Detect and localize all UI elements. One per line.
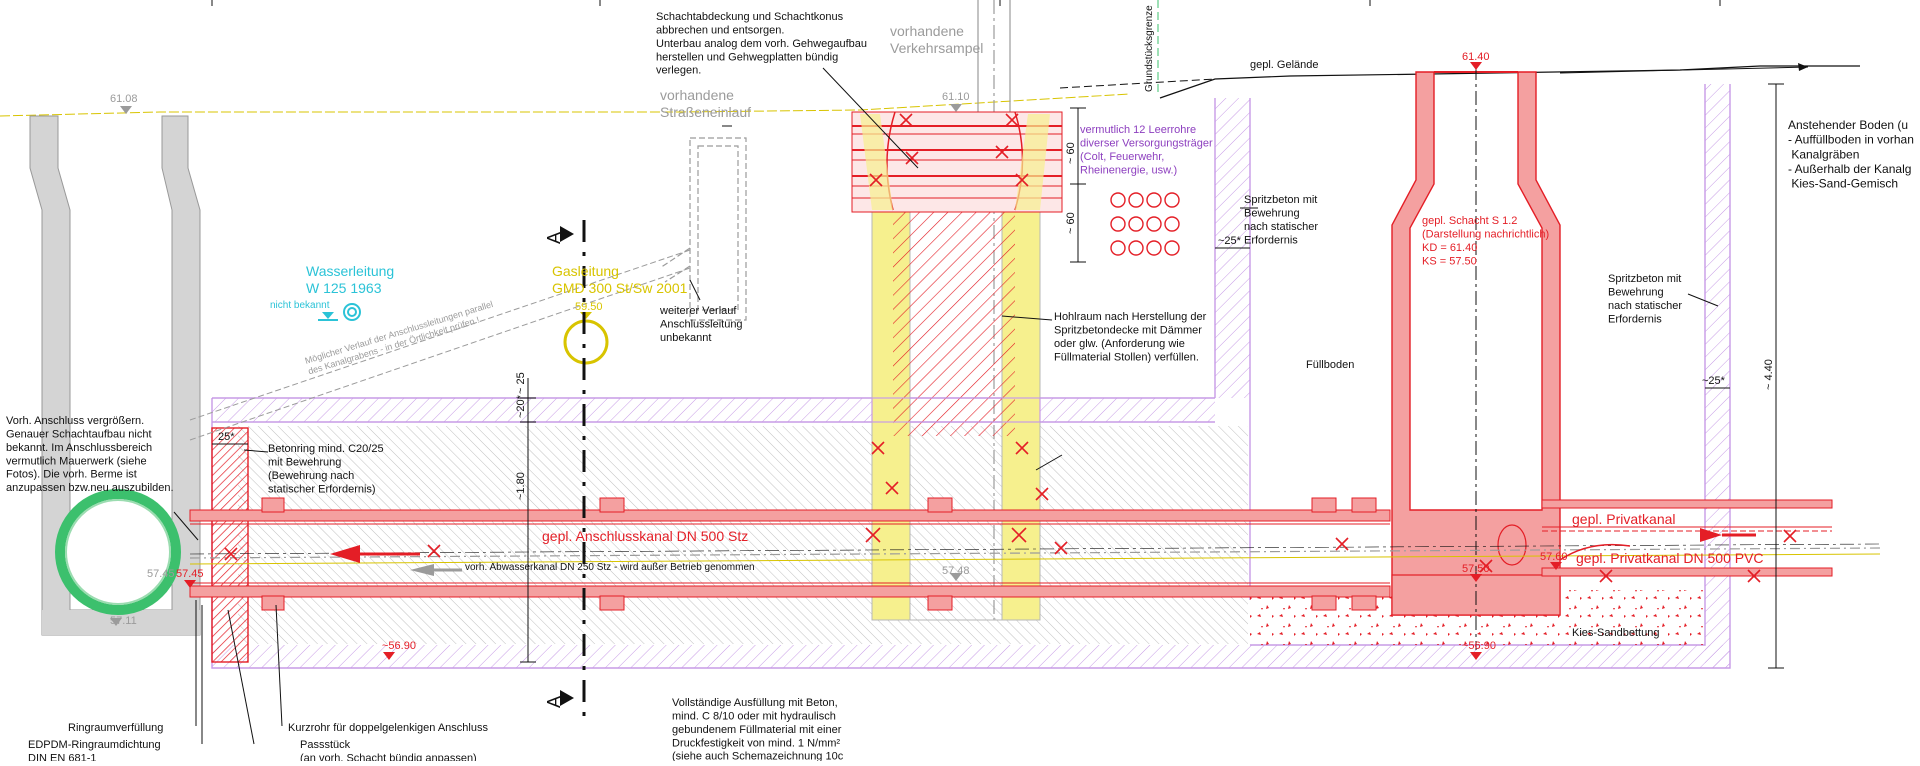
dim-180: ~1.80 bbox=[515, 472, 527, 500]
text-layer: 61.08 61.10 61.40 59.50 57.45 57.45 57.1… bbox=[6, 5, 1914, 765]
fill-soil-label: Füllboden bbox=[1306, 359, 1354, 371]
level-excavation-left: ~56.90 bbox=[382, 640, 416, 652]
dim-25-v: ~ 25 bbox=[515, 372, 527, 394]
dimension-lines bbox=[212, 83, 1784, 669]
level-private-invert: 57.60 bbox=[1540, 551, 1568, 563]
level-existing-bottom: 57.11 bbox=[110, 615, 137, 627]
short-pipe-label: Kurzrohr für doppelgelenkigen Anschluss bbox=[288, 722, 488, 734]
level-shaft-top: 61.40 bbox=[1462, 51, 1490, 63]
empty-ducts bbox=[1110, 192, 1180, 256]
level-pipe-left-b: 57.45 bbox=[176, 568, 204, 580]
concrete-ring bbox=[211, 427, 249, 663]
not-known-label: nicht bekannt bbox=[270, 300, 330, 311]
shotcrete-roof bbox=[212, 398, 872, 422]
x-markers bbox=[224, 113, 1797, 583]
possible-course-note: Möglicher Verlauf der Anschlussleitungen… bbox=[304, 299, 498, 376]
level-inlet-top: 61.10 bbox=[942, 91, 970, 103]
level-channel-old: 57.48 bbox=[942, 565, 970, 577]
private-pipe-label-1: gepl. Privatkanal bbox=[1572, 511, 1676, 527]
shotcrete-floor bbox=[212, 645, 1730, 668]
full-fill-note: Vollständige Ausfüllung mit Beton,mind. … bbox=[672, 697, 844, 761]
level-triangles bbox=[110, 62, 1562, 660]
level-pipe-left: 57.45 bbox=[147, 568, 175, 580]
section-a-line bbox=[560, 220, 586, 720]
planned-ground-arrow bbox=[1559, 66, 1809, 74]
dim-25-right: ~25* bbox=[1702, 375, 1726, 387]
soil-note: Anstehender Boden (u- Auffüllboden in vo… bbox=[1788, 118, 1914, 191]
connection-note: Vorh. Anschluss vergrößern.Genauer Schac… bbox=[6, 415, 174, 494]
level-shaft-invert: 57.50 bbox=[1462, 563, 1490, 575]
private-pipe-label-2: gepl. Privatkanal DN 500 PVC bbox=[1576, 550, 1764, 566]
level-gas: 59.50 bbox=[575, 301, 603, 313]
section-a-bottom: A bbox=[544, 696, 564, 708]
gravel-bed-label: Kies-Sandbettung bbox=[1572, 627, 1659, 639]
water-pipe-symbol bbox=[318, 303, 361, 321]
ground-arrowhead bbox=[1798, 63, 1808, 71]
dim-60-lower: ~ 60 bbox=[1065, 212, 1077, 234]
old-pipe-label: vorh. Abwasserkanal DN 250 Stz - wird au… bbox=[465, 562, 755, 573]
grout-fill-area bbox=[238, 426, 1248, 644]
dim-20-v: ~20* bbox=[515, 394, 527, 418]
street-inlet bbox=[659, 137, 747, 321]
gas-pipe-symbol bbox=[563, 312, 609, 365]
dim-60-upper: ~ 60 bbox=[1065, 142, 1077, 164]
planned-ground-dashed bbox=[1059, 78, 1216, 89]
pavement-layers bbox=[851, 111, 1063, 213]
dim-25-mid: ~25* bbox=[1218, 235, 1242, 247]
column-purple-outline bbox=[871, 397, 1041, 423]
main-pipe-label: gepl. Anschlusskanal DN 500 Stz bbox=[542, 528, 748, 544]
planned-shaft bbox=[1391, 66, 1561, 650]
planned-ground-label: gepl. Gelände bbox=[1250, 59, 1319, 71]
existing-ground-line bbox=[0, 93, 1131, 117]
section-a-top: A bbox=[544, 232, 564, 244]
level-excavation-right: ~56.90 bbox=[1462, 640, 1496, 652]
fitting-label: Passstück(an vorh. Schacht bündig anpass… bbox=[300, 739, 477, 761]
property-line-label: Grundstücksgrenze bbox=[1144, 5, 1155, 92]
shaft-column-red-hatch bbox=[893, 210, 1015, 436]
connection-pipe bbox=[189, 497, 1881, 611]
leader-lines bbox=[173, 67, 1719, 745]
private-pipe bbox=[1541, 499, 1833, 577]
annular-fill-label: Ringraumverfüllung bbox=[68, 722, 163, 734]
shaft-label: gepl. Schacht S 1.2(Darstellung nachrich… bbox=[1422, 215, 1549, 267]
level-existing-manhole-top: 61.08 bbox=[110, 93, 138, 105]
existing-manhole bbox=[29, 115, 201, 636]
dim-25-left: 25* bbox=[218, 431, 235, 443]
frame-ticks bbox=[211, 0, 1721, 6]
dim-440: ~ 4.40 bbox=[1763, 359, 1775, 390]
shotcrete-roof-b bbox=[1040, 398, 1215, 422]
possible-course-lines bbox=[189, 249, 691, 441]
